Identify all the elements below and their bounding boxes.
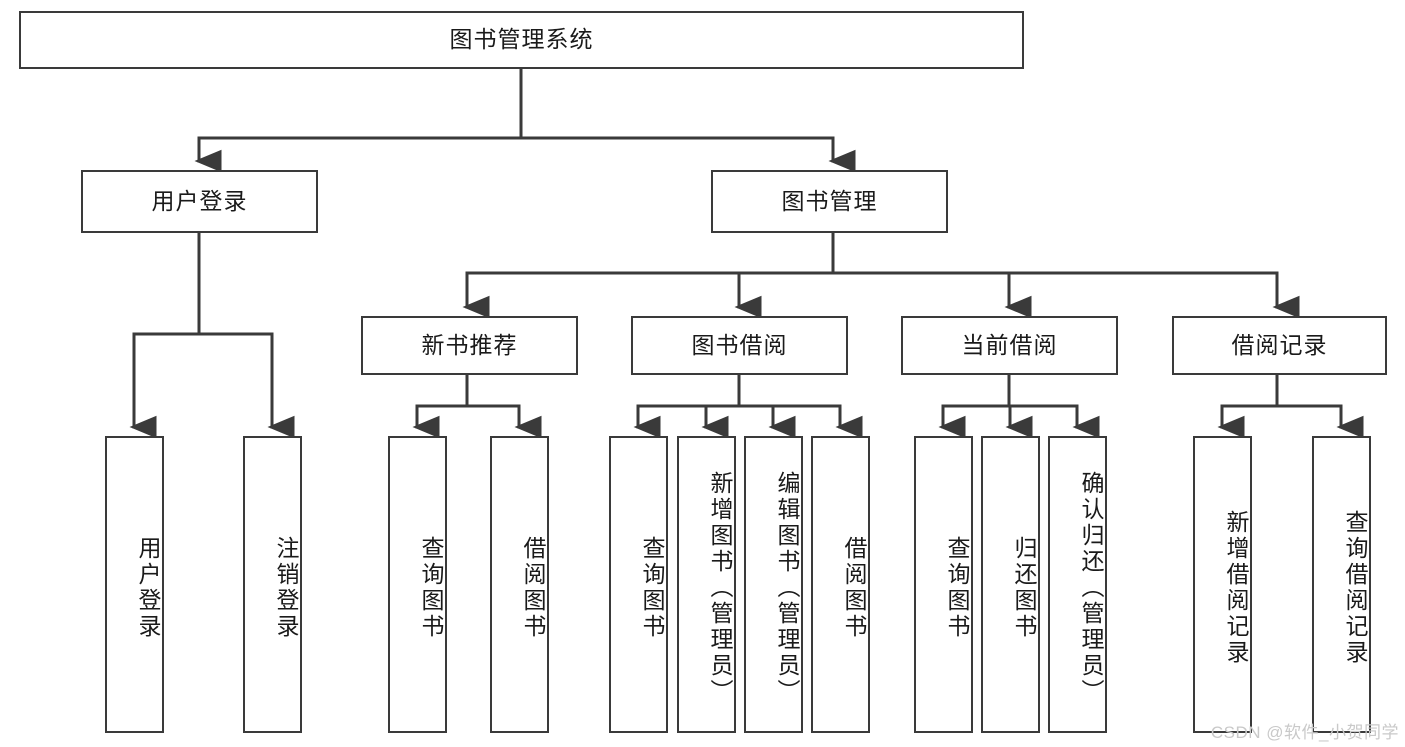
leaf-borrow-add-book-admin[interactable]: 新增图书（管理员） bbox=[677, 436, 736, 733]
node-current-borrow[interactable]: 当前借阅 bbox=[901, 316, 1118, 375]
node-label: 新增借阅记录 bbox=[1223, 509, 1249, 666]
node-user-login[interactable]: 用户登录 bbox=[81, 170, 318, 233]
node-label: 图书管理 bbox=[781, 187, 878, 214]
node-label: 图书管理系统 bbox=[449, 26, 594, 53]
leaf-borrow-edit-book-admin[interactable]: 编辑图书（管理员） bbox=[744, 436, 803, 733]
node-label: 借阅记录 bbox=[1231, 331, 1328, 358]
node-label: 新书推荐 bbox=[421, 331, 518, 358]
leaf-record-add-record[interactable]: 新增借阅记录 bbox=[1193, 436, 1252, 733]
leaf-current-confirm-return-admin[interactable]: 确认归还（管理员） bbox=[1048, 436, 1107, 733]
leaf-recommend-borrow-book[interactable]: 借阅图书 bbox=[490, 436, 549, 733]
leaf-current-query-book[interactable]: 查询图书 bbox=[914, 436, 973, 733]
node-label: 查询借阅记录 bbox=[1342, 509, 1368, 666]
node-label: 用户登录 bbox=[135, 535, 161, 640]
node-label: 查询图书 bbox=[639, 535, 665, 640]
leaf-record-query-record[interactable]: 查询借阅记录 bbox=[1312, 436, 1371, 733]
leaf-user-login-signin[interactable]: 用户登录 bbox=[105, 436, 164, 733]
node-label: 用户登录 bbox=[151, 187, 248, 214]
node-label: 查询图书 bbox=[418, 535, 444, 640]
leaf-current-return-book[interactable]: 归还图书 bbox=[981, 436, 1040, 733]
node-root-system[interactable]: 图书管理系统 bbox=[19, 11, 1024, 69]
watermark-text: CSDN @软件_小贺同学 bbox=[1210, 723, 1399, 742]
node-book-borrow[interactable]: 图书借阅 bbox=[631, 316, 848, 375]
node-label: 新增图书（管理员） bbox=[707, 470, 733, 705]
node-label: 借阅图书 bbox=[841, 535, 867, 640]
leaf-user-login-signout[interactable]: 注销登录 bbox=[243, 436, 302, 733]
node-label: 借阅图书 bbox=[520, 535, 546, 640]
node-label: 当前借阅 bbox=[961, 331, 1058, 358]
leaf-recommend-query-book[interactable]: 查询图书 bbox=[388, 436, 447, 733]
node-new-book-recommend[interactable]: 新书推荐 bbox=[361, 316, 578, 375]
node-borrow-record[interactable]: 借阅记录 bbox=[1172, 316, 1387, 375]
leaf-borrow-query-book[interactable]: 查询图书 bbox=[609, 436, 668, 733]
node-label: 归还图书 bbox=[1011, 535, 1037, 640]
leaf-borrow-borrow-book[interactable]: 借阅图书 bbox=[811, 436, 870, 733]
node-label: 查询图书 bbox=[944, 535, 970, 640]
node-label: 编辑图书（管理员） bbox=[774, 470, 800, 705]
node-book-management[interactable]: 图书管理 bbox=[711, 170, 948, 233]
node-label: 确认归还（管理员） bbox=[1078, 470, 1104, 705]
node-label: 图书借阅 bbox=[691, 331, 788, 358]
node-label: 注销登录 bbox=[273, 535, 299, 640]
